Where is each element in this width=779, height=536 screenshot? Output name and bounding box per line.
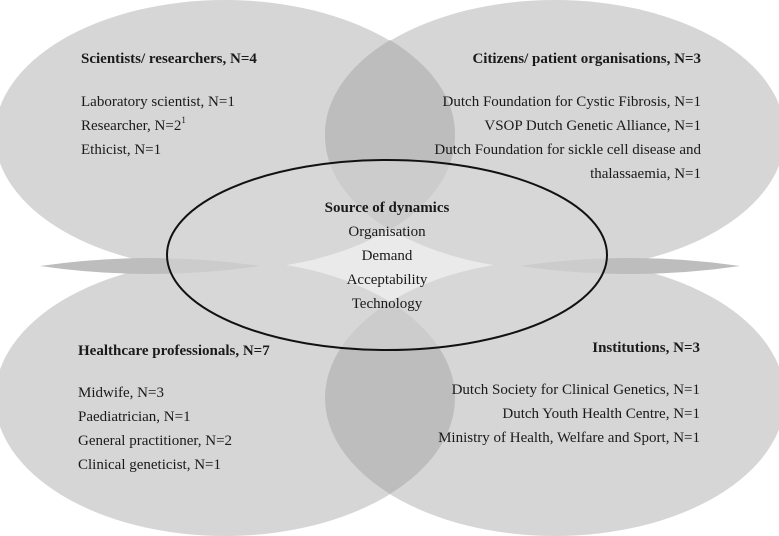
list-item: Ethicist, N=1 (81, 142, 162, 158)
list-item: Laboratory scientist, N=1 (81, 94, 235, 110)
list-item: Ministry of Health, Welfare and Sport, N… (438, 430, 700, 446)
list-item: thalassaemia, N=1 (590, 166, 701, 182)
list-item: Dutch Youth Health Centre, N=1 (502, 406, 700, 422)
list-item: Paediatrician, N=1 (78, 409, 191, 425)
citizens-list: Dutch Foundation for Cystic Fibrosis, N=… (434, 90, 701, 186)
list-item: Midwife, N=3 (78, 385, 164, 401)
list-item: Dutch Society for Clinical Genetics, N=1 (451, 382, 700, 398)
footnote-mark: 1 (181, 115, 186, 125)
healthcare-title: Healthcare professionals, N=7 (78, 343, 270, 359)
citizens-title: Citizens/ patient organisations, N=3 (472, 51, 701, 67)
center-item: Demand (361, 248, 413, 264)
list-item: General practitioner, N=2 (78, 433, 233, 449)
center-item: Technology (351, 296, 423, 312)
institutions-title: Institutions, N=3 (592, 340, 700, 356)
list-item: Dutch Foundation for sickle cell disease… (434, 142, 701, 158)
scientists-list: Laboratory scientist, N=1 Researcher, N=… (81, 90, 235, 162)
center-text: Source of dynamics Organisation Demand A… (287, 196, 487, 316)
list-item: VSOP Dutch Genetic Alliance, N=1 (484, 118, 701, 134)
institutions-list: Dutch Society for Clinical Genetics, N=1… (438, 378, 700, 450)
list-item: Dutch Foundation for Cystic Fibrosis, N=… (442, 94, 701, 110)
list-item: Clinical geneticist, N=1 (78, 457, 222, 473)
center-title: Source of dynamics (324, 200, 450, 216)
center-item: Acceptability (346, 272, 428, 288)
list-item: Researcher, N=21 (81, 115, 186, 135)
healthcare-list: Midwife, N=3 Paediatrician, N=1 General … (78, 381, 232, 477)
center-ellipse (166, 159, 608, 351)
center-item: Organisation (348, 224, 426, 240)
scientists-title: Scientists/ researchers, N=4 (81, 51, 257, 67)
